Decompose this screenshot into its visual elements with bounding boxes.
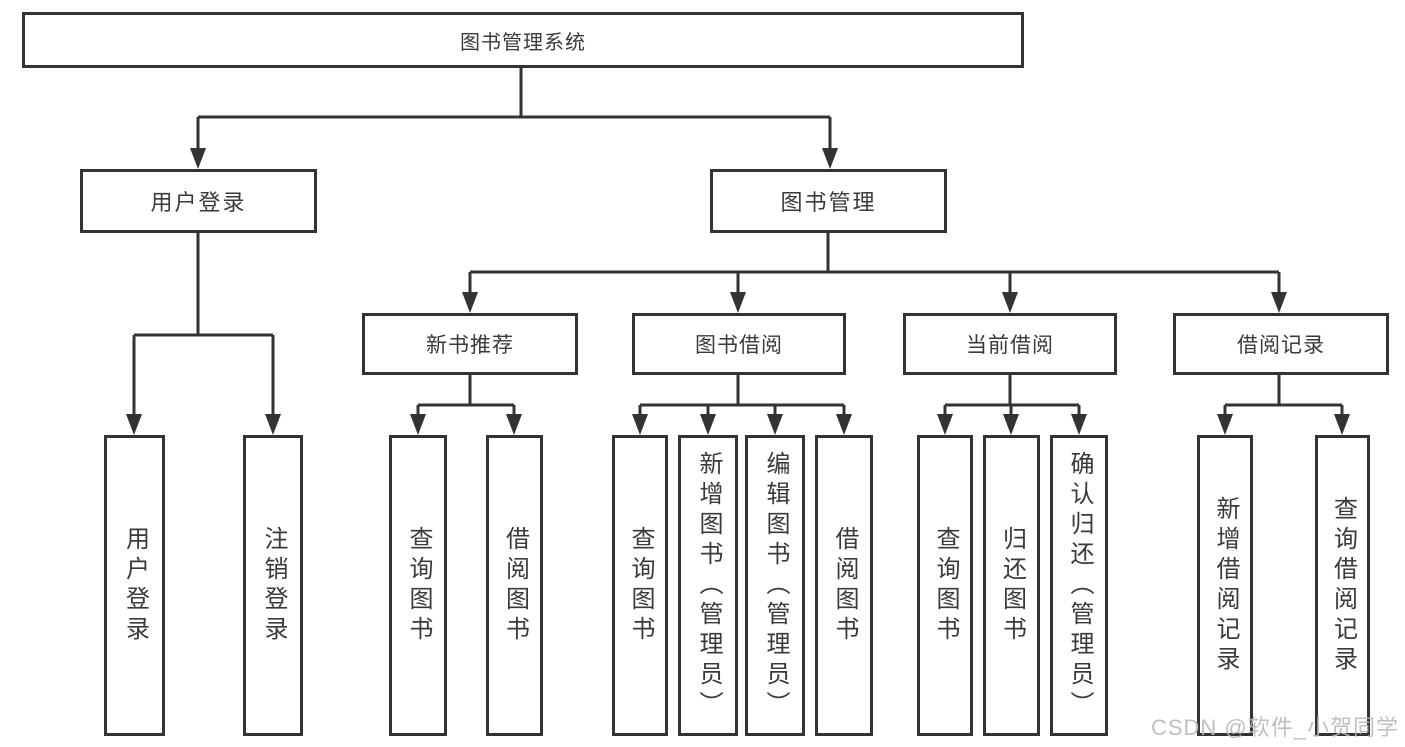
node-current-borrow: 当前借阅 <box>903 313 1117 375</box>
node-book-borrow-label: 图书借阅 <box>695 334 783 357</box>
leaf-borrow-add-books: 新增图书（管理员） <box>678 435 738 736</box>
leaf-borrow-edit-books: 编辑图书（管理员） <box>745 435 805 736</box>
leaf-records-add-record: 新增借阅记录 <box>1197 435 1253 736</box>
leaf-rec-borrow-books: 借阅图书 <box>486 435 543 736</box>
leaf-records-query-record-label: 查询借阅记录 <box>1329 495 1357 676</box>
node-root: 图书管理系统 <box>22 12 1024 68</box>
leaf-user-login: 用户登录 <box>104 435 165 736</box>
leaf-rec-query-books-label: 查询图书 <box>405 525 432 646</box>
leaf-borrow-query-books-label: 查询图书 <box>627 525 654 646</box>
leaf-records-add-record-label: 新增借阅记录 <box>1212 495 1239 676</box>
leaf-borrow-borrow-books: 借阅图书 <box>815 435 873 736</box>
leaf-current-return-books-label: 归还图书 <box>998 525 1026 646</box>
node-new-book-recommend-label: 新书推荐 <box>426 334 514 357</box>
leaf-borrow-borrow-books-label: 借阅图书 <box>831 525 858 646</box>
leaf-borrow-query-books: 查询图书 <box>612 435 668 736</box>
leaf-logout: 注销登录 <box>243 435 303 736</box>
node-book-management: 图书管理 <box>710 169 947 233</box>
node-user-login: 用户登录 <box>80 169 317 233</box>
leaf-borrow-edit-books-label: 编辑图书（管理员） <box>762 450 789 721</box>
leaf-current-confirm-return: 确认归还（管理员） <box>1050 435 1108 736</box>
node-borrow-records: 借阅记录 <box>1173 313 1389 375</box>
node-borrow-records-label: 借阅记录 <box>1237 334 1325 357</box>
leaf-user-login-label: 用户登录 <box>121 525 149 646</box>
leaf-current-return-books: 归还图书 <box>983 435 1040 736</box>
leaf-current-confirm-return-label: 确认归还（管理员） <box>1066 450 1093 721</box>
node-user-login-label: 用户登录 <box>150 190 247 215</box>
node-current-borrow-label: 当前借阅 <box>966 334 1054 357</box>
leaf-current-query-books: 查询图书 <box>917 435 973 736</box>
node-root-label: 图书管理系统 <box>460 31 586 54</box>
node-book-management-label: 图书管理 <box>780 190 877 215</box>
leaf-rec-borrow-books-label: 借阅图书 <box>501 525 529 646</box>
leaf-logout-label: 注销登录 <box>260 525 287 646</box>
node-book-borrow: 图书借阅 <box>632 313 846 375</box>
node-new-book-recommend: 新书推荐 <box>362 313 578 375</box>
leaf-current-query-books-label: 查询图书 <box>932 525 959 646</box>
csdn-watermark: CSDN @软件_小贺同学 <box>1150 715 1399 740</box>
leaf-records-query-record: 查询借阅记录 <box>1315 435 1370 736</box>
leaf-rec-query-books: 查询图书 <box>389 435 447 736</box>
leaf-borrow-add-books-label: 新增图书（管理员） <box>695 450 722 721</box>
